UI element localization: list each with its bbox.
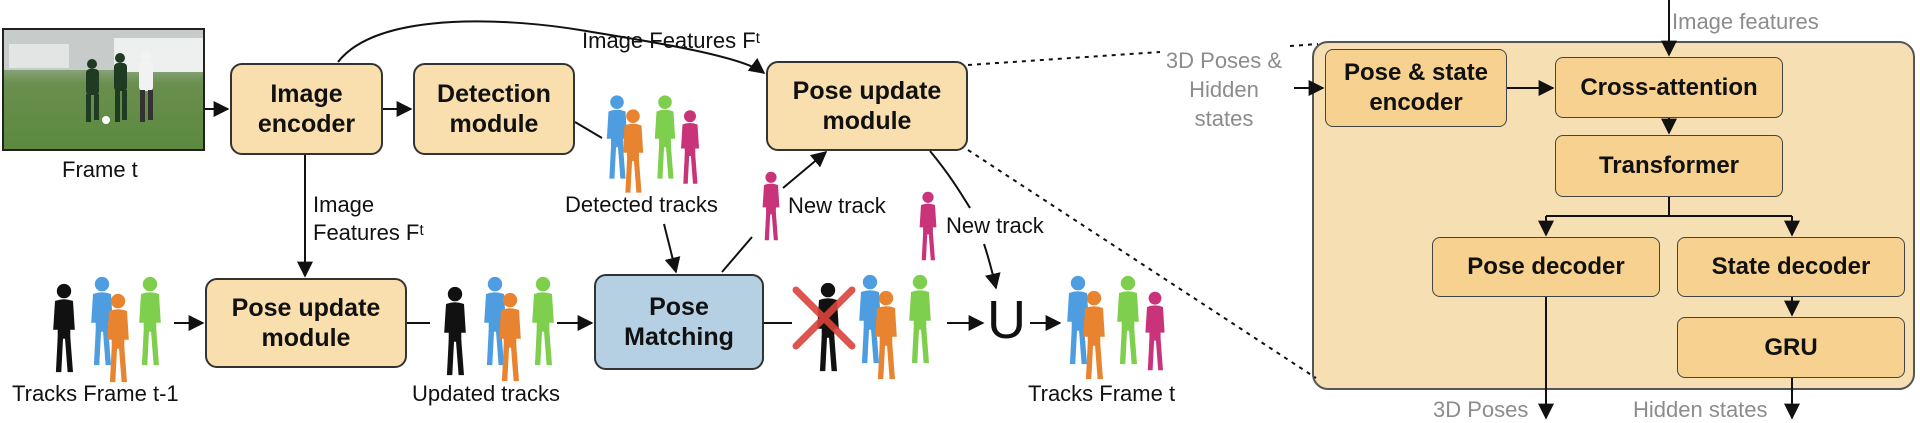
frame-caption: Frame t [62,157,138,182]
image-features-top-label: Image Features Fᵗ [582,28,761,53]
line-matching-to-new-track [721,236,753,273]
detected-magenta-icon [681,110,699,184]
line-pose-update-to-new-track [929,150,971,209]
frame-photo [2,28,205,151]
out-poses-label: 3D Poses [1433,397,1529,422]
arrow-new-track-to-union [983,243,1001,290]
new-track-label-2: New track [946,213,1044,238]
matched-green-icon [909,274,931,364]
zoom-line-top-end [1289,43,1319,47]
new-track-label-1: New track [788,193,886,218]
new-track-person-1-icon [762,171,780,241]
transformer-box: Transformer [1555,135,1783,197]
gru-box: GRU [1677,317,1905,378]
person-black-icon [53,283,75,373]
pose-update-module-top: Pose update module [766,61,968,151]
detected-tracks-label: Detected tracks [565,192,718,217]
arrow-tracks-to-matching [663,223,681,274]
pose-update-module-bottom: Pose update module [205,278,407,368]
cross-attention-box: Cross-attention [1555,57,1783,118]
detail-image-features-label: Image features [1672,9,1819,34]
pose-matching-box: Pose Matching [594,274,764,370]
photo-scene [4,30,203,124]
updated-green-icon [532,276,554,366]
new-track-person-2-icon [919,191,937,261]
zoom-line-bottom [967,149,1317,379]
updated-black-icon [444,286,466,376]
final-magenta-icon [1145,291,1165,371]
tracks-prev-label: Tracks Frame t-1 [12,381,179,406]
detection-module-box: Detection module [413,63,575,155]
line-detection-to-tracks [574,121,603,139]
pose-decoder-box: Pose decoder [1432,237,1660,297]
image-encoder-box: Image encoder [230,63,383,155]
updated-tracks-label: Updated tracks [412,381,560,406]
union-symbol: U [987,290,1026,350]
zoom-line-top [967,51,1161,66]
final-green-icon [1117,275,1139,365]
tracks-current-label: Tracks Frame t [1028,381,1176,406]
image-features-left-label: Image Features Fᵗ [313,192,425,245]
transformer-split-line [1546,197,1792,217]
person-green-icon [139,276,161,366]
detail-input-label: 3D Poses & Hidden states [1165,48,1283,131]
out-hidden-label: Hidden states [1633,397,1768,422]
pose-state-encoder-box: Pose & state encoder [1325,49,1507,127]
state-decoder-box: State decoder [1677,237,1905,297]
arrow-new-track-to-pose-update [782,150,828,189]
remove-cross-icon [792,286,856,350]
arrow-features-to-pose-update [337,20,766,74]
detected-green-icon [654,95,676,179]
